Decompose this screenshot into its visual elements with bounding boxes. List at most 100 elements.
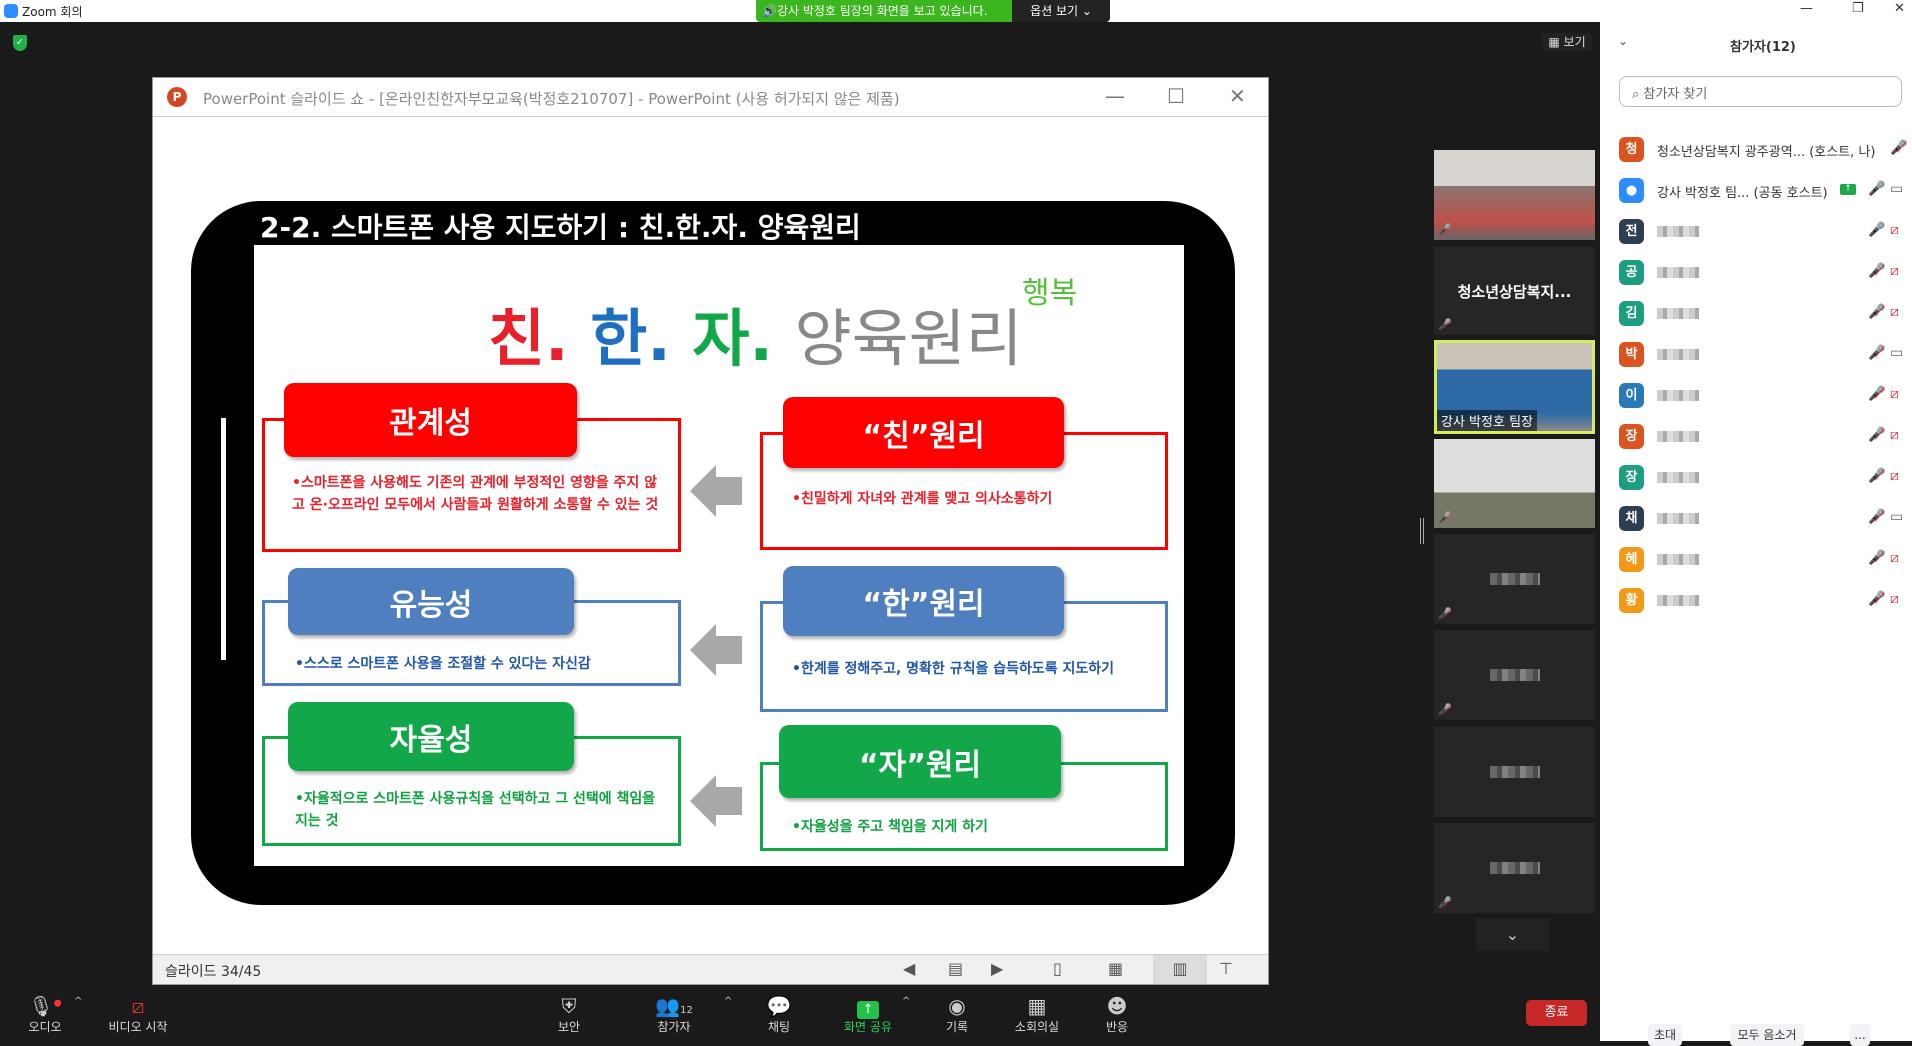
audio-label: 오디오: [28, 1020, 62, 1034]
video-tile[interactable]: 🎤̸: [1434, 630, 1595, 720]
chevron-down-icon[interactable]: ⌄: [1618, 34, 1629, 48]
ppt-close-button[interactable]: ✕: [1229, 84, 1246, 108]
video-tile[interactable]: 🎤̸: [1434, 439, 1595, 528]
participant-row[interactable]: 이🎤̸⧄: [1600, 375, 1912, 416]
active-speaker-tile[interactable]: 강사 박정호 팀장: [1434, 340, 1595, 434]
participant-row[interactable]: 공🎤̸⧄: [1600, 252, 1912, 293]
mic-muted-icon: 🎤̸: [1438, 223, 1452, 236]
participants-options-caret[interactable]: ^: [724, 996, 733, 1007]
invite-button[interactable]: 초대: [1648, 1024, 1682, 1046]
arrow-left-icon: [690, 465, 742, 517]
encryption-shield-icon[interactable]: ✓: [13, 35, 27, 51]
video-off-icon[interactable]: ⧄: [1890, 222, 1899, 238]
screen-sharing-icon: ↑: [1840, 184, 1856, 195]
mic-muted-icon: 🎤̸: [1438, 511, 1452, 524]
record-button[interactable]: ◉기록: [912, 994, 1002, 1035]
blurred-name: [1657, 513, 1699, 524]
end-meeting-button[interactable]: 종료: [1526, 1000, 1587, 1026]
mic-muted-icon[interactable]: 🎤̸: [1890, 140, 1908, 156]
video-tile[interactable]: 🎤̸: [1434, 534, 1595, 624]
reactions-button[interactable]: ☻반응: [1072, 994, 1162, 1035]
video-icon[interactable]: ▭: [1890, 509, 1904, 525]
blurred-name: [1657, 267, 1699, 278]
more-button[interactable]: ...: [1850, 1024, 1870, 1046]
previous-slide-icon[interactable]: ◀: [903, 959, 916, 978]
mic-muted-icon[interactable]: 🎤̸: [1868, 427, 1886, 443]
participant-row[interactable]: 김🎤̸⧄: [1600, 293, 1912, 334]
video-icon[interactable]: ▭: [1890, 345, 1904, 361]
video-icon[interactable]: ▭: [1890, 181, 1904, 197]
close-button[interactable]: ✕: [1894, 1, 1905, 16]
audio-button[interactable]: 🎙●오디오: [0, 994, 90, 1035]
mic-muted-icon[interactable]: 🎤̸: [1868, 345, 1886, 361]
mic-muted-icon[interactable]: 🎤̸: [1868, 263, 1886, 279]
share-screen-button[interactable]: ↑화면 공유: [823, 994, 913, 1035]
participant-search-input[interactable]: ⌕ 참가자 찾기: [1619, 76, 1902, 107]
video-off-icon[interactable]: ⧄: [1890, 386, 1899, 402]
happy-label: 행복: [1022, 276, 1078, 311]
mic-muted-icon[interactable]: 🎤̸: [1868, 550, 1886, 566]
mic-muted-icon[interactable]: 🎤̸: [1868, 304, 1886, 320]
view-options-button[interactable]: 옵션 보기 ⌄: [1012, 0, 1110, 22]
share-screen-icon: ↑: [823, 994, 913, 1019]
chat-button[interactable]: 💬채팅: [734, 994, 824, 1035]
mic-muted-icon[interactable]: 🎤̸: [1868, 591, 1886, 607]
participant-row[interactable]: 혜🎤̸⧄: [1600, 539, 1912, 580]
mic-muted-icon[interactable]: 🎤̸: [1868, 386, 1886, 402]
minimize-button[interactable]: —: [1800, 1, 1813, 16]
share-options-caret[interactable]: ^: [902, 996, 911, 1007]
ppt-minimize-button[interactable]: —: [1105, 84, 1125, 108]
resize-handle[interactable]: [1420, 518, 1424, 544]
scroll-down-chevron-icon[interactable]: ⌄: [1476, 918, 1549, 951]
reading-view-icon[interactable]: ▥: [1153, 955, 1207, 984]
blurred-name: [1657, 226, 1699, 237]
restore-button[interactable]: ❐: [1852, 1, 1864, 16]
slideshow-icon[interactable]: ⊤: [1219, 959, 1233, 978]
video-off-icon[interactable]: ⧄: [1890, 304, 1899, 320]
mic-icon[interactable]: 🎤: [1868, 181, 1886, 197]
mic-muted-icon: 🎤̸: [1438, 896, 1452, 909]
blurred-name: [1489, 766, 1540, 778]
video-tile[interactable]: [1434, 727, 1595, 817]
slide-sorter-icon[interactable]: ▦: [1108, 959, 1124, 978]
blurred-name: [1489, 669, 1540, 681]
relatedness-label: 관계성: [284, 383, 577, 457]
participant-row[interactable]: 전🎤⧄: [1600, 211, 1912, 252]
blurred-name: [1489, 862, 1540, 874]
normal-view-icon[interactable]: ▯: [1053, 959, 1062, 978]
mic-muted-icon[interactable]: 🎤̸: [1868, 509, 1886, 525]
breakout-rooms-button[interactable]: ▦소회의실: [992, 994, 1082, 1035]
video-off-icon[interactable]: ⧄: [1890, 427, 1899, 443]
arrow-left-icon: [690, 775, 742, 827]
mic-muted-icon: 🎤̸: [1438, 703, 1452, 716]
participant-row[interactable]: 장🎤̸⧄: [1600, 416, 1912, 457]
view-layout-button[interactable]: ▦ 보기: [1542, 33, 1592, 51]
start-video-button[interactable]: ⧄비디오 시작: [93, 994, 183, 1035]
mic-muted-icon[interactable]: 🎤̸: [1868, 468, 1886, 484]
participant-row[interactable]: 황🎤̸⧄: [1600, 580, 1912, 621]
participant-row[interactable]: ●강사 박정호 팀... (공동 호스트)↑🎤▭: [1600, 170, 1912, 211]
video-tile[interactable]: 청소년상담복지...🎤̸: [1434, 247, 1595, 335]
video-off-icon[interactable]: ⧄: [1890, 550, 1899, 566]
participant-row[interactable]: 박🎤̸▭: [1600, 334, 1912, 375]
mute-all-button[interactable]: 모두 음소거: [1730, 1024, 1804, 1046]
video-tile[interactable]: 🎤̸: [1434, 823, 1595, 913]
video-off-icon[interactable]: ⧄: [1890, 263, 1899, 279]
participant-row[interactable]: 장🎤̸⧄: [1600, 457, 1912, 498]
blurred-name: [1657, 390, 1699, 401]
video-tile[interactable]: 🎤̸: [1434, 150, 1595, 240]
mic-icon[interactable]: 🎤: [1868, 222, 1886, 238]
ppt-maximize-button[interactable]: ☐: [1167, 84, 1185, 108]
participant-row[interactable]: 채🎤̸▭: [1600, 498, 1912, 539]
slide-menu-icon[interactable]: ▤: [948, 959, 964, 978]
mic-muted-icon: 🎤̸: [1438, 607, 1452, 620]
blurred-name: [1657, 349, 1699, 360]
security-button[interactable]: ⛨보안: [524, 994, 614, 1035]
video-off-icon[interactable]: ⧄: [1890, 468, 1899, 484]
video-off-icon[interactable]: ⧄: [1890, 591, 1899, 607]
next-slide-icon[interactable]: ▶: [991, 959, 1004, 978]
audio-options-caret[interactable]: ^: [74, 996, 83, 1007]
blurred-name: [1657, 308, 1699, 319]
